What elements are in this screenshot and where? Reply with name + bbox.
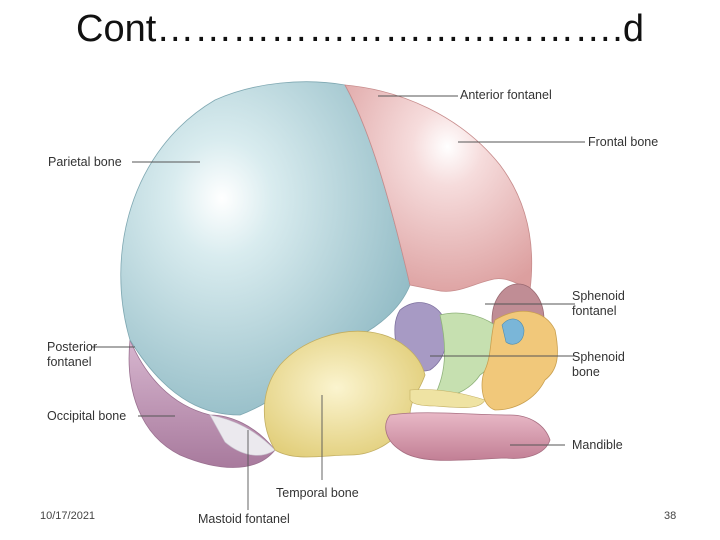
zygomatic-bone-shape <box>434 312 498 397</box>
slide-title: Cont……………………………….d <box>76 8 644 50</box>
infant-skull-illustration <box>92 81 585 510</box>
label-mastoid-fontanel: Mastoid fontanel <box>198 512 290 526</box>
label-sphenoid-bone-line1: Sphenoid <box>572 350 625 364</box>
maxilla-shape <box>481 311 558 411</box>
label-anterior-fontanel: Anterior fontanel <box>460 88 552 102</box>
slide-number: 38 <box>664 510 677 522</box>
frontal-bone-shape <box>344 84 533 292</box>
label-parietal-bone: Parietal bone <box>48 155 122 169</box>
zygomatic-process-shape <box>409 389 486 408</box>
label-posterior-fontanel-line2: fontanel <box>47 355 92 369</box>
label-posterior-fontanel-line1: Posterior <box>47 340 98 354</box>
label-sphenoid-bone-line2: bone <box>572 365 600 379</box>
mandible-shape <box>385 412 551 461</box>
label-temporal-bone: Temporal bone <box>276 486 359 500</box>
label-sphenoid-fontanel-line2: fontanel <box>572 304 617 318</box>
slide-date: 10/17/2021 <box>40 510 96 522</box>
label-occipital-bone: Occipital bone <box>47 409 127 423</box>
label-mandible: Mandible <box>572 438 623 452</box>
label-frontal-bone: Frontal bone <box>588 135 659 149</box>
blue-bone-shape <box>501 318 525 345</box>
label-sphenoid-bone: Sphenoid bone <box>572 350 625 380</box>
label-sphenoid-fontanel-line1: Sphenoid <box>572 289 625 303</box>
label-sphenoid-fontanel: Sphenoid fontanel <box>572 289 625 319</box>
temporal-bone-shape <box>263 330 426 458</box>
label-posterior-fontanel: Posterior fontanel <box>47 340 97 370</box>
leader-lines <box>92 95 585 510</box>
